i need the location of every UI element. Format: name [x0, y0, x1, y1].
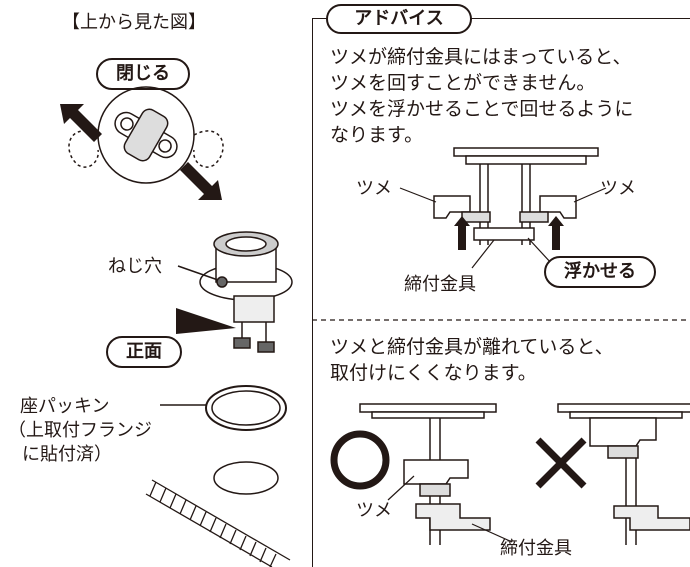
top-view-circle	[68, 86, 224, 184]
gasket-label-1: 座パッキン	[20, 396, 110, 417]
flange-assembly	[199, 231, 293, 353]
claw-bottom-label: ツメ	[356, 500, 392, 521]
clamp-bottom-label: 締付金具	[500, 538, 572, 559]
claw-left-label: ツメ	[356, 178, 392, 199]
advice-para1-line2: ツメを回すことができません。	[330, 72, 596, 94]
float-label: 浮かせる	[544, 256, 656, 288]
counter-hatch	[145, 479, 291, 567]
claw-bottom-leader	[387, 475, 415, 501]
top-view-title: 【上から見た図】	[62, 12, 206, 33]
claw-right-label: ツメ	[600, 178, 636, 199]
counter-hole	[213, 461, 279, 495]
advice-para1-line3: ツメを浮かせることで回せるように	[330, 98, 634, 120]
screw-hole-label: ねじ穴	[108, 256, 162, 277]
correct-assembly	[359, 403, 497, 545]
clamp-label: 締付金具	[404, 274, 476, 295]
ng-mark	[535, 437, 587, 489]
wrong-assembly	[557, 403, 690, 545]
claw-right-leader	[573, 187, 607, 203]
advice-para2-line2: 取付けにくくなります。	[330, 362, 537, 384]
advice-title: アドバイス	[326, 4, 472, 34]
gasket-label-2: （上取付フランジ	[8, 420, 152, 441]
front-label: 正面	[106, 336, 182, 368]
advice-title-text: アドバイス	[354, 8, 444, 29]
gasket-label-3: に貼付済）	[22, 444, 112, 465]
close-label: 閉じる	[96, 58, 190, 90]
claw-left-leader	[399, 187, 437, 203]
clamp-bottom-leader	[471, 523, 513, 543]
close-label-text: 閉じる	[116, 63, 170, 84]
float-arrows	[454, 216, 564, 250]
top-flange	[433, 147, 599, 245]
gasket-ring	[205, 385, 287, 431]
advice-para1-line4: なります。	[330, 124, 424, 146]
rotate-arrows	[60, 104, 222, 200]
clamp-leader	[471, 239, 495, 269]
front-direction-arrow	[176, 308, 236, 334]
advice-panel-border	[312, 18, 690, 567]
front-label-text: 正面	[126, 341, 162, 362]
advice-para1-line1: ツメが締付金具にはまっていると、	[330, 46, 632, 68]
ok-mark	[330, 430, 390, 490]
float-label-text: 浮かせる	[564, 261, 636, 282]
advice-para2-line1: ツメと締付金具が離れていると、	[330, 336, 614, 358]
left-illustrations	[60, 86, 293, 567]
screw-hole-leader	[177, 265, 219, 281]
